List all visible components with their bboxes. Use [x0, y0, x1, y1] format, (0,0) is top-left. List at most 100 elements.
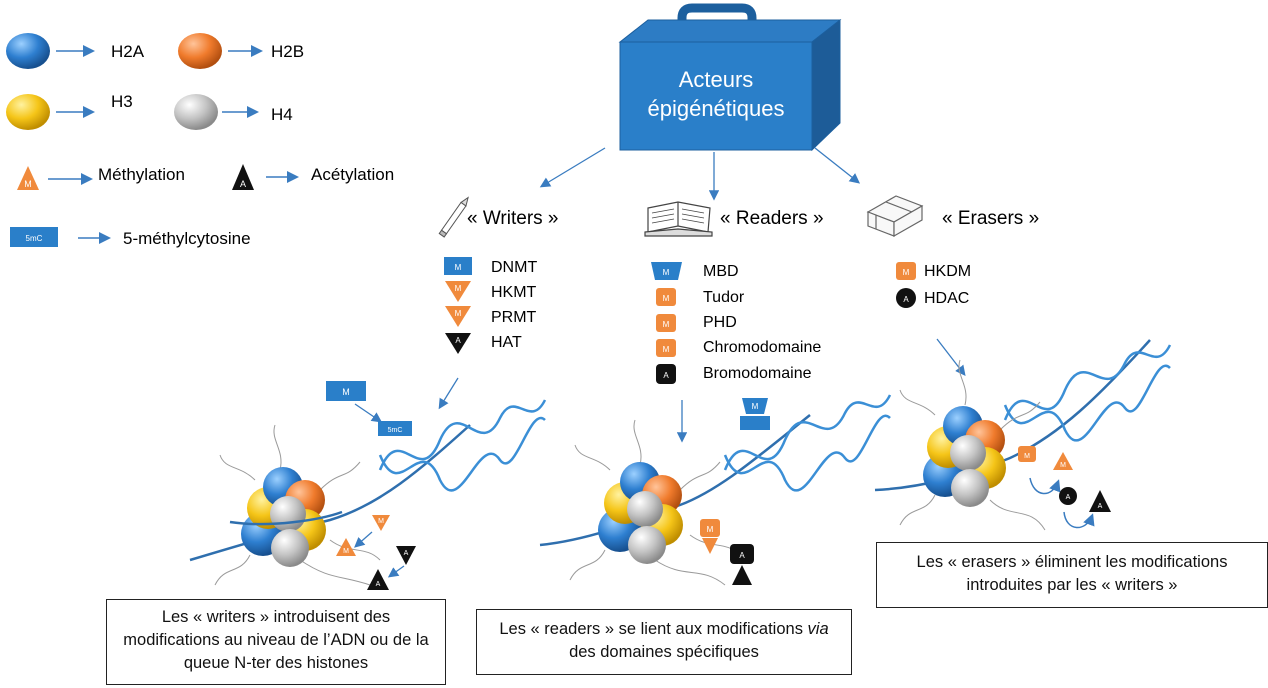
legend-methylation: M Méthylation: [17, 165, 185, 190]
svg-text:M: M: [752, 402, 759, 411]
legend-h3: H3: [6, 92, 133, 130]
writers-caption: Les « writers » introduisent des modific…: [106, 599, 446, 685]
acetyl-mark-icon: [1089, 490, 1111, 512]
hkmt-triangle-icon: [445, 281, 471, 302]
svg-text:M: M: [343, 548, 349, 555]
legend-5mc: 5mC 5-méthylcytosine: [10, 227, 251, 248]
svg-text:M: M: [1060, 462, 1066, 469]
erasers-item: HKDM: [924, 263, 971, 280]
writers-item: PRMT: [491, 309, 537, 326]
tudor-domain-icon: [656, 288, 676, 306]
writers-arrow-down: [438, 377, 459, 410]
hkdm-square-icon: [896, 262, 916, 280]
readers-caption: Les « readers » se lient aux modificatio…: [476, 609, 852, 675]
box-title-line2: épigénétiques: [647, 96, 784, 121]
legend-acetylation: A Acétylation: [232, 164, 394, 190]
dnmt-square-icon: [444, 257, 472, 275]
readers-nucleosome: M M A: [539, 394, 892, 586]
hdac-circle-icon: [1059, 487, 1077, 505]
svg-text:M: M: [24, 179, 32, 189]
acetyl-mark-icon: [732, 565, 752, 585]
phd-domain-icon: [656, 314, 676, 332]
mbd-domain-icon: [651, 262, 682, 280]
svg-text:M: M: [663, 320, 670, 329]
writers-item: DNMT: [491, 259, 537, 276]
svg-text:M: M: [342, 387, 350, 397]
erasers-caption: Les « erasers » éliminent les modificati…: [876, 542, 1268, 608]
svg-text:M: M: [455, 263, 462, 272]
svg-text:A: A: [1098, 503, 1103, 510]
box-side-face: [811, 18, 841, 152]
methyl-mark-icon: [702, 538, 718, 554]
svg-text:M: M: [1024, 453, 1030, 460]
readers-section: « Readers » M MBD M Tudor M PHD M Chromo…: [539, 201, 892, 586]
writers-item: HAT: [491, 334, 522, 351]
readers-item: Tudor: [703, 289, 745, 306]
writers-list: M DNMT M HKMT M PRMT A HAT: [444, 257, 537, 354]
eraser-icon: [866, 195, 924, 238]
via-italic: via: [807, 620, 829, 638]
svg-text:M: M: [663, 294, 670, 303]
bromodomain-bound-icon: [730, 544, 754, 564]
svg-text:A: A: [404, 550, 409, 557]
acetylation-triangle-icon: [232, 164, 254, 190]
readers-list: M MBD M Tudor M PHD M Chromodomaine A Br…: [651, 262, 821, 384]
pencil-icon: [438, 196, 469, 238]
legend-h3-label: H3: [111, 92, 133, 111]
svg-text:A: A: [376, 581, 381, 588]
svg-text:A: A: [903, 295, 909, 304]
arrow-to-erasers: [814, 147, 861, 184]
hat-triangle-icon: [445, 333, 471, 354]
erasers-item: HDAC: [924, 290, 969, 307]
dna-helix: [1003, 344, 1172, 442]
bromodomain-icon: [656, 364, 676, 384]
svg-text:A: A: [739, 551, 745, 560]
legend-h4: H4: [174, 94, 293, 130]
erasers-list: M HKDM A HDAC: [896, 262, 971, 308]
chromodomain-icon: [656, 339, 676, 357]
writers-title: « Writers »: [467, 208, 559, 229]
acetyl-mark-icon: [396, 546, 416, 565]
legend-h2b: H2B: [178, 33, 304, 69]
h3-sphere-icon: [6, 94, 50, 130]
h2a-sphere-icon: [6, 33, 50, 69]
box-top-face: [618, 19, 842, 43]
histone-tails: [899, 359, 1046, 531]
methyl-mark-icon: [336, 538, 356, 556]
h4-sphere-icon: [628, 526, 666, 564]
legend-h2b-label: H2B: [271, 42, 304, 61]
erasers-nucleosome: M M A A: [874, 339, 1172, 531]
erasers-caption-text: Les « erasers » éliminent les modificati…: [916, 553, 1228, 594]
hdac-circle-icon: [896, 288, 916, 308]
svg-text:M: M: [903, 268, 910, 277]
dna-helix: [378, 399, 547, 492]
5mc-badge-icon: [10, 227, 58, 247]
hkdm-square-icon: [1018, 446, 1036, 462]
writers-section: « Writers » M DNMT M HKMT M PRMT A HAT M…: [189, 196, 559, 590]
box-front-face: [619, 41, 813, 151]
mbd-bound-icon: [742, 398, 768, 414]
svg-text:A: A: [455, 336, 461, 345]
histone-tails: [569, 419, 741, 586]
h2b-sphere-icon: [178, 33, 222, 69]
box-arrows: [539, 147, 861, 201]
methylation-triangle-icon: [17, 166, 39, 190]
arrow-to-writers: [539, 147, 606, 188]
writers-item: HKMT: [491, 284, 537, 301]
svg-text:A: A: [240, 179, 246, 189]
svg-text:M: M: [663, 345, 670, 354]
legend-acetylation-label: Acétylation: [311, 165, 394, 184]
readers-item: PHD: [703, 314, 737, 331]
legend-h4-label: H4: [271, 105, 293, 124]
svg-text:A: A: [1066, 494, 1071, 501]
acetyl-mark-icon: [367, 569, 389, 590]
readers-item: Bromodomaine: [703, 365, 812, 382]
5mc-badge-icon: [740, 416, 770, 430]
epigenetic-actors-box: Acteurs épigénétiques: [618, 3, 842, 152]
legend-5mc-label: 5-méthylcytosine: [123, 229, 251, 248]
readers-item: MBD: [703, 263, 739, 280]
erasers-arrow-down: [936, 338, 966, 377]
book-icon: [644, 201, 713, 237]
readers-title: « Readers »: [720, 208, 824, 229]
